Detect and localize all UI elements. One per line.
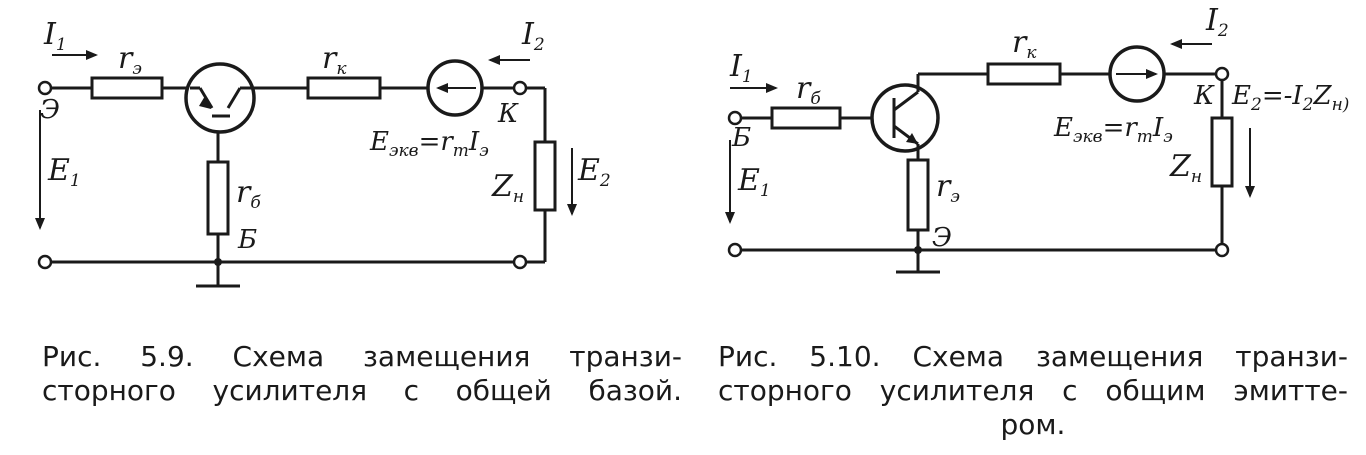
terminal-bottom-right bbox=[512, 254, 528, 270]
terminal-bottom-left bbox=[37, 254, 53, 270]
terminal-bottom-right bbox=[1214, 242, 1230, 258]
resistor-rk bbox=[986, 62, 1062, 86]
label-i2: I2 bbox=[521, 17, 545, 55]
resistor-zn bbox=[533, 140, 557, 212]
label-node-k: К bbox=[1193, 81, 1215, 111]
terminal-emitter-in bbox=[37, 80, 53, 96]
resistor-re bbox=[906, 158, 930, 232]
figure-common-emitter: I1 rб rк I2 Б К Э rэ E1 E2=-I2Zн) Zн Eэк… bbox=[725, 3, 1349, 274]
label-e2: E2 bbox=[577, 153, 611, 191]
label-e2-expr: E2=-I2Zн) bbox=[1231, 81, 1349, 115]
resistor-rb bbox=[206, 160, 230, 236]
label-rk: rк bbox=[322, 41, 347, 79]
resistor-rb bbox=[770, 106, 842, 130]
caption-line: Рис. 5.10. Схема замещения транзи- bbox=[718, 340, 1348, 373]
figure-common-base: I1 rэ rк I2 Э К Б rб E1 E2 Zн Eэкв=rmIэ bbox=[35, 17, 611, 288]
caption-figure-5-10: Рис. 5.10. Схема замещения транзи- сторн… bbox=[718, 340, 1348, 442]
label-node-e: Э bbox=[40, 95, 60, 125]
resistor-rk bbox=[306, 76, 382, 100]
label-i1: I1 bbox=[729, 49, 753, 87]
label-rb: rб bbox=[236, 175, 261, 213]
label-rb: rб bbox=[796, 71, 821, 109]
label-e1: E1 bbox=[737, 163, 771, 201]
label-node-b: Б bbox=[237, 225, 257, 255]
caption-line: Рис. 5.9. Схема замещения транзи- bbox=[42, 340, 682, 373]
terminal-collector-out bbox=[1214, 66, 1230, 82]
label-i1: I1 bbox=[43, 17, 67, 55]
resistor-re bbox=[90, 76, 164, 100]
transistor-symbol bbox=[184, 62, 256, 134]
caption-line: сторного усилителя с общим эмитте- bbox=[718, 374, 1348, 407]
resistor-zn bbox=[1210, 116, 1234, 188]
label-node-e: Э bbox=[932, 223, 952, 253]
terminal-collector-out bbox=[512, 80, 528, 96]
transistor-symbol bbox=[870, 83, 940, 153]
caption-line: сторного усилителя с общей базой. bbox=[42, 374, 682, 407]
caption-figure-5-9: Рис. 5.9. Схема замещения транзи- сторно… bbox=[42, 340, 682, 408]
label-i2: I2 bbox=[1205, 3, 1229, 41]
label-e1: E1 bbox=[47, 153, 81, 191]
label-rk: rк bbox=[1012, 25, 1037, 63]
caption-line: ром. bbox=[1000, 408, 1066, 441]
label-zn: Zн bbox=[1169, 149, 1202, 187]
label-re: rэ bbox=[118, 41, 142, 79]
label-node-k: К bbox=[497, 99, 519, 129]
label-eekv: Eэкв=rmIэ bbox=[1053, 113, 1173, 147]
label-zn: Zн bbox=[491, 169, 524, 207]
label-re: rэ bbox=[936, 169, 960, 207]
label-eekv: Eэкв=rmIэ bbox=[369, 127, 489, 161]
terminal-bottom-left bbox=[727, 242, 743, 258]
label-node-b: Б bbox=[731, 123, 751, 153]
